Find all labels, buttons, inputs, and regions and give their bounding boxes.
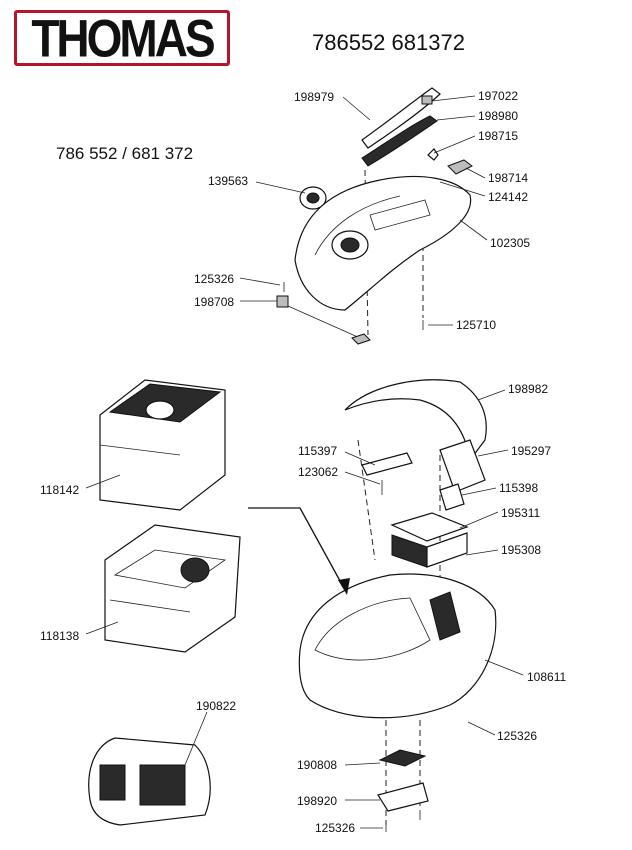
motor-grille: [139, 764, 186, 806]
assembly-line: [357, 439, 376, 561]
filter-side: [426, 532, 468, 568]
part-label: 115397: [298, 444, 338, 458]
cap-part: [421, 95, 433, 105]
leader-line: [484, 659, 524, 676]
button-part: [447, 159, 473, 175]
part-label: 198982: [508, 382, 549, 396]
leader-line: [477, 389, 506, 401]
cover-detail: [314, 195, 401, 256]
part-label: 195308: [501, 543, 542, 557]
leader-line: [461, 487, 497, 496]
filter-part: [390, 512, 469, 542]
bracket-part: [361, 452, 413, 476]
water-tank-opening: [145, 400, 175, 420]
part-label: 115398: [499, 481, 539, 495]
leader-line: [459, 219, 488, 241]
leader-line: [431, 95, 476, 102]
leader-line: [436, 115, 476, 121]
rear-cover-part: [344, 379, 487, 462]
filter-body: [391, 534, 428, 568]
model-numbers: 786552 681372: [312, 30, 465, 55]
part-label: 198980: [478, 109, 519, 123]
cover-plate-part: [377, 782, 429, 812]
cover-recess: [369, 199, 431, 231]
pcb-part: [378, 749, 427, 767]
leader-line: [467, 721, 496, 736]
handle-insert-part: [361, 115, 438, 167]
filter-box-port: [180, 557, 210, 583]
top-cover-part: [294, 175, 472, 311]
leader-line: [85, 621, 119, 635]
part-label: 195311: [501, 506, 541, 520]
part-label: 102305: [490, 236, 531, 250]
leader-line: [465, 549, 499, 556]
leader-line: [459, 511, 499, 529]
part-label: 195297: [511, 444, 552, 458]
filter-box-detail: [109, 599, 191, 613]
part-label: 198920: [297, 794, 338, 808]
hinge-part: [351, 333, 371, 345]
part-label: 118142: [40, 483, 80, 497]
tank-detail: [99, 444, 181, 456]
leader-line: [433, 135, 476, 154]
part-label: 198708: [194, 295, 235, 309]
leader-line: [239, 277, 281, 286]
part-label: 118138: [40, 629, 80, 643]
thomas-logo: THOMAS: [14, 8, 230, 68]
strip-part: [439, 483, 465, 511]
leader-line: [439, 181, 486, 197]
clip-part: [427, 148, 439, 161]
leader-line: [85, 474, 121, 489]
part-label: 198715: [478, 129, 519, 143]
leader-line: [344, 451, 376, 466]
arrow-head: [338, 578, 350, 595]
part-label: 198979: [294, 90, 335, 104]
leader-line: [344, 471, 381, 485]
cover-port-inner: [340, 237, 360, 253]
model-subtitle: 786 552 / 681 372: [56, 144, 194, 163]
leader-line: [465, 167, 486, 179]
part-label: 190822: [196, 699, 237, 713]
assembly-line: [287, 305, 361, 339]
knob-center: [306, 192, 320, 204]
part-label: 198714: [488, 171, 529, 185]
motor-side: [99, 764, 126, 801]
part-label: 190808: [297, 758, 338, 772]
part-label: 139563: [208, 174, 249, 188]
main-body-part: [298, 573, 497, 719]
handle-part: [361, 87, 441, 149]
part-label: 108611: [527, 670, 567, 684]
brand-text: THOMAS: [31, 8, 215, 68]
direction-arrow: [248, 507, 346, 591]
leader-line: [255, 181, 306, 194]
filter-box-top: [113, 549, 227, 589]
leader-line: [344, 762, 381, 766]
part-label: 197022: [478, 89, 519, 103]
part-label: 125326: [194, 272, 235, 286]
part-label: 124142: [488, 190, 529, 204]
filter-box-part: [104, 524, 241, 653]
leader-line: [342, 96, 371, 121]
leader-line: [184, 711, 208, 766]
leader-line: [477, 449, 509, 457]
latch-part: [276, 295, 289, 308]
side-panel-part: [439, 439, 486, 493]
body-switch: [429, 591, 461, 641]
part-label: 125326: [315, 821, 356, 835]
part-label: 125710: [456, 318, 497, 332]
part-label: 123062: [298, 465, 339, 479]
part-label: 125326: [497, 729, 538, 743]
body-cavity: [314, 597, 431, 661]
